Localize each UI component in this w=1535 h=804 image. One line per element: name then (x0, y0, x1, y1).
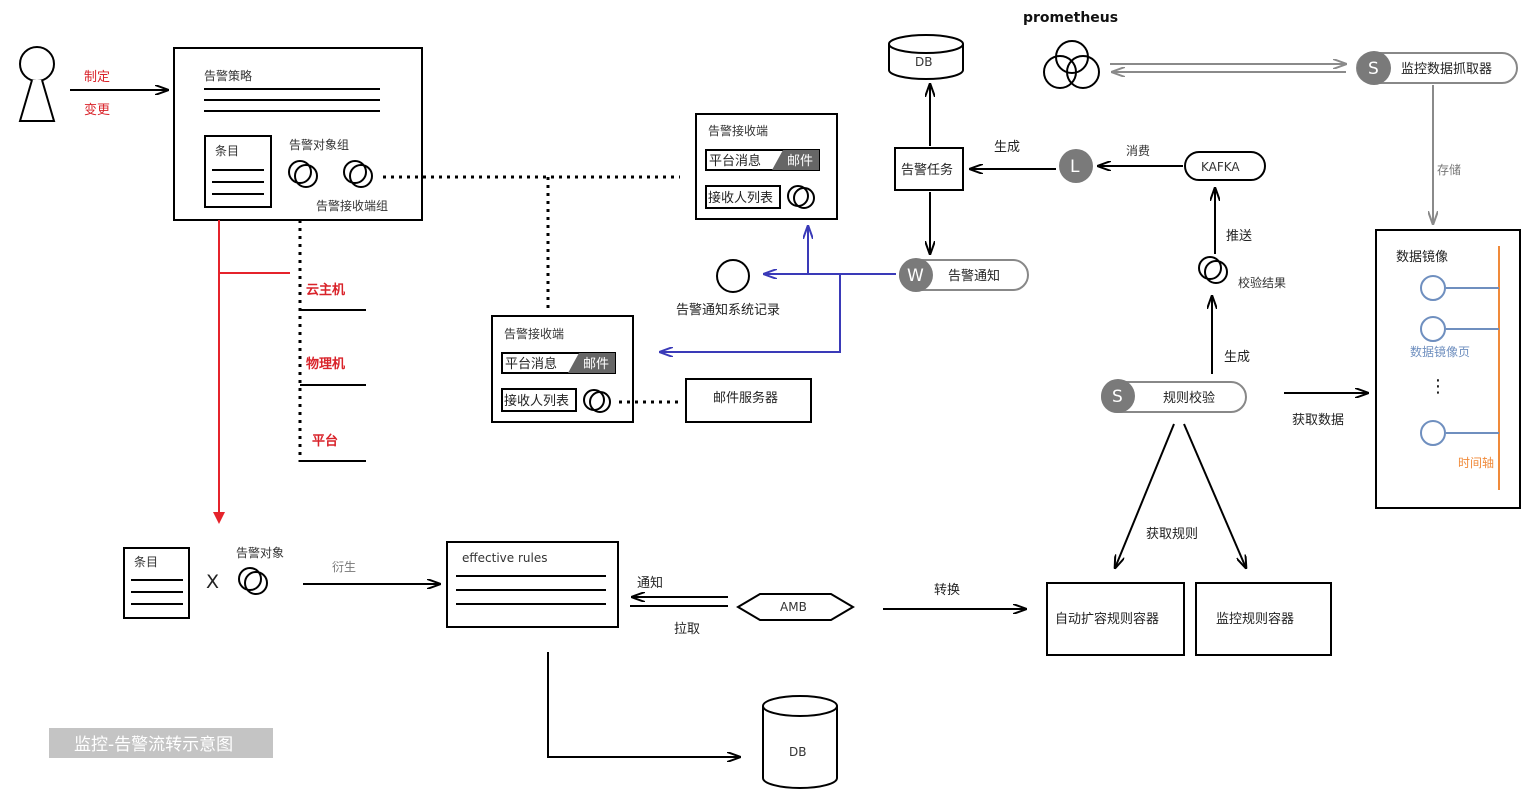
kafka-label: KAFKA (1201, 160, 1240, 174)
bottom-item-label: 条目 (134, 555, 158, 569)
x-mark: X (206, 571, 219, 593)
policy-title: 告警策略 (204, 68, 252, 83)
l-node-icon (1059, 149, 1093, 183)
generate-label-2: 生成 (1224, 350, 1250, 365)
w-node-letter: W (907, 266, 924, 286)
receiver-group-icon (343, 160, 373, 188)
receiver-mid-receivers: 接收人列表 (504, 393, 569, 409)
amb-node (736, 593, 855, 621)
amb-label: AMB (780, 600, 807, 614)
mail-server-box (685, 378, 812, 423)
receiver-top-mail: 邮件 (787, 154, 813, 169)
bottom-item-lines (131, 579, 183, 605)
title-badge (49, 728, 273, 758)
receiver-mid-icon (583, 389, 611, 413)
notify-label: 通知 (637, 575, 663, 591)
check-to-autoscale-arrow (1115, 423, 1175, 568)
receiver-mid-list-box (501, 388, 577, 412)
rule-check-label: 规则校验 (1163, 390, 1215, 406)
check-to-monitor-arrow (1183, 423, 1246, 568)
policy-item-box (204, 135, 272, 208)
policy-lines (204, 88, 380, 112)
alert-task-box (894, 147, 964, 191)
bottom-target-label: 告警对象 (236, 545, 284, 560)
receiver-mid-mail: 邮件 (583, 357, 609, 372)
target-platform: 平台 (312, 433, 338, 449)
receiver-mid-channel-bar (501, 352, 616, 374)
fetch-rules-label: 获取规则 (1146, 527, 1198, 542)
mirror-page-label: 数据镜像页 (1410, 344, 1470, 359)
w-node-label: 告警通知 (948, 268, 1000, 284)
effective-rules-box (446, 541, 619, 628)
convert-label: 转换 (934, 583, 960, 598)
define-label: 制定 (84, 70, 110, 85)
pull-label: 拉取 (674, 622, 700, 637)
db-bottom-icon (762, 695, 838, 789)
receiver-mid-title: 告警接收端 (504, 326, 564, 341)
rule-check-letter: S (1112, 387, 1123, 407)
notify-to-receiver-mid-arrow (660, 274, 841, 352)
bottom-item-box (123, 547, 190, 619)
db-top-icon (888, 34, 964, 80)
monitor-container-box (1195, 582, 1332, 656)
receiver-top-icon (787, 185, 815, 209)
check-result-icon (1198, 256, 1228, 284)
receiver-top-platform-msg: 平台消息 (709, 153, 761, 169)
mail-server-label: 邮件服务器 (713, 390, 778, 406)
effective-rules-label: effective rules (462, 551, 547, 565)
target-physical: 物理机 (306, 356, 345, 372)
prometheus-icon (1043, 40, 1100, 89)
prometheus-label: prometheus (1023, 10, 1118, 26)
alert-task-label: 告警任务 (901, 162, 953, 178)
db-top-label: DB (915, 55, 932, 69)
consume-label: 消费 (1126, 144, 1150, 158)
store-label: 存储 (1437, 162, 1461, 177)
w-node (899, 258, 1029, 292)
target-list-lines (300, 309, 366, 462)
bottom-target-icon (238, 567, 268, 595)
mirror-page-nodes (1420, 275, 1499, 446)
receiver-top-channel-bar (705, 149, 820, 171)
policy-item-lines (212, 169, 264, 195)
rule-check-node (1101, 379, 1247, 413)
mirror-ellipsis: ⋮ (1429, 376, 1447, 397)
effective-rules-lines (456, 575, 606, 605)
receiver-top-list-box (705, 185, 781, 209)
target-group-label: 告警对象组 (289, 137, 349, 152)
monitor-container-label: 监控规则容器 (1216, 611, 1294, 627)
change-label: 变更 (84, 102, 110, 118)
receiver-top-receivers: 接收人列表 (708, 190, 773, 206)
receiver-group-label: 告警接收端组 (316, 198, 388, 213)
db-bottom-label: DB (789, 745, 806, 759)
timeline-label: 时间轴 (1458, 455, 1494, 470)
title-badge-label: 监控-告警流转示意图 (74, 735, 233, 755)
fetch-data-label: 获取数据 (1292, 413, 1344, 428)
notify-record-label: 告警通知系统记录 (676, 302, 780, 318)
notify-record-icon (716, 259, 750, 293)
push-label: 推送 (1226, 229, 1252, 244)
l-node-letter: L (1070, 157, 1080, 177)
scraper-label: 监控数据抓取器 (1401, 62, 1492, 77)
policy-item-label: 条目 (215, 144, 239, 158)
target-cloud-host: 云主机 (306, 282, 345, 298)
derive-label: 衍生 (332, 560, 356, 574)
data-mirror-title: 数据镜像 (1396, 250, 1448, 265)
actor-icon (18, 46, 56, 122)
check-result-label: 校验结果 (1238, 275, 1286, 290)
data-mirror-box (1375, 229, 1521, 509)
autoscale-container-label: 自动扩容规则容器 (1055, 611, 1159, 627)
target-group-icon (288, 160, 318, 188)
receiver-mid-platform-msg: 平台消息 (505, 356, 557, 372)
kafka-node (1184, 151, 1266, 181)
scraper-letter: S (1368, 59, 1379, 79)
prometheus-scraper-arrows (1110, 64, 1346, 72)
receiver-top-title: 告警接收端 (708, 123, 768, 138)
generate-label-1: 生成 (994, 140, 1020, 155)
scraper-node (1356, 51, 1518, 85)
rules-to-db-arrow (547, 652, 740, 757)
autoscale-container-box (1046, 582, 1185, 656)
